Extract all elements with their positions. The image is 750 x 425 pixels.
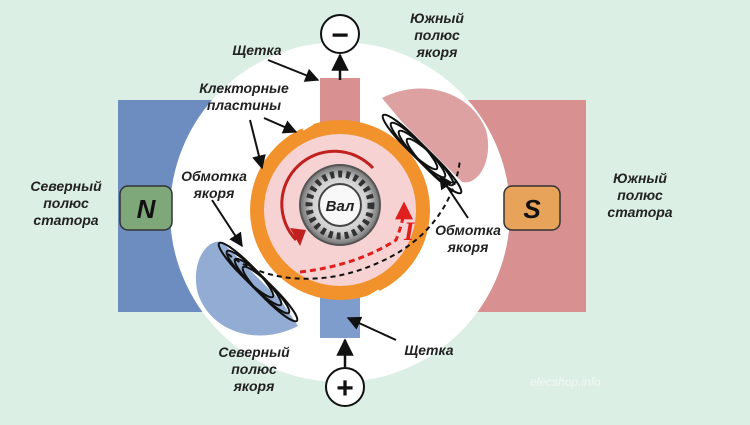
leader-winding-right — [439, 174, 469, 219]
leader-brush-bottom — [346, 316, 397, 341]
brush-top — [320, 78, 360, 128]
leader-winding-left — [211, 199, 243, 248]
plus-sign: + — [336, 372, 354, 405]
leader-commutator-2 — [249, 119, 266, 170]
bearing-balls — [305, 170, 375, 240]
watermark: elecshop.info — [530, 375, 601, 389]
rotation-arrowhead — [290, 228, 306, 246]
shaft-label: Вал — [326, 198, 355, 215]
label-brush-bottom: Щетка — [404, 342, 454, 358]
pole-box-s — [503, 185, 561, 231]
minus-sign: − — [331, 19, 349, 52]
armature-north-pole — [195, 241, 298, 336]
label-brush-top: Щетка — [232, 42, 282, 58]
armature-south-pole — [382, 88, 489, 183]
commutator-gap-top — [300, 119, 314, 131]
minus-terminal — [320, 14, 360, 54]
pole-letter-n: N — [137, 194, 157, 224]
shaft-center — [318, 183, 362, 227]
winding-connection — [227, 159, 461, 280]
winding-right — [381, 113, 463, 195]
current-label: I — [403, 217, 415, 246]
plus-terminal — [325, 367, 365, 407]
rotation-arrow — [280, 149, 375, 242]
leader-commutator-1 — [263, 117, 298, 134]
commutator-gap-bottom — [368, 289, 382, 301]
pole-letter-s: S — [523, 194, 541, 224]
leader-brush-top — [267, 59, 320, 82]
pole-box-n — [119, 185, 173, 231]
winding-left — [217, 241, 299, 323]
